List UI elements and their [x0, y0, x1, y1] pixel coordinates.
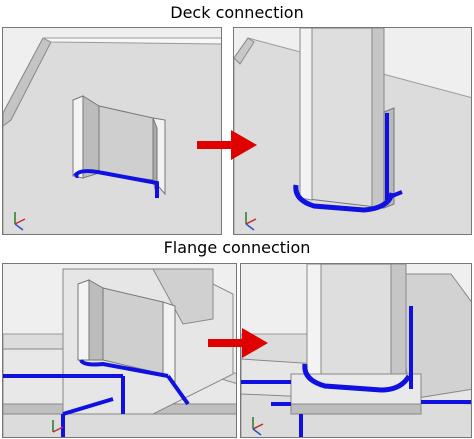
right-arrow-icon: [208, 328, 268, 358]
flange-before-drawing: [3, 268, 236, 437]
flange-after-panel: [240, 263, 472, 438]
deck-connection-title: Deck connection: [170, 3, 304, 22]
deck-before-drawing: [3, 37, 221, 234]
deck-before-panel: [2, 27, 222, 235]
axis-triad-icon: [52, 420, 64, 433]
deck-after-drawing: [234, 28, 471, 234]
flange-after-drawing: [241, 264, 471, 437]
right-arrow-icon: [197, 130, 257, 160]
deck-after-panel: [233, 27, 472, 235]
axis-triad-icon: [245, 212, 257, 231]
axis-triad-icon: [252, 417, 264, 436]
flange-connection-title: Flange connection: [163, 238, 311, 257]
axis-triad-icon: [14, 212, 26, 231]
flange-before-panel: [2, 263, 237, 438]
